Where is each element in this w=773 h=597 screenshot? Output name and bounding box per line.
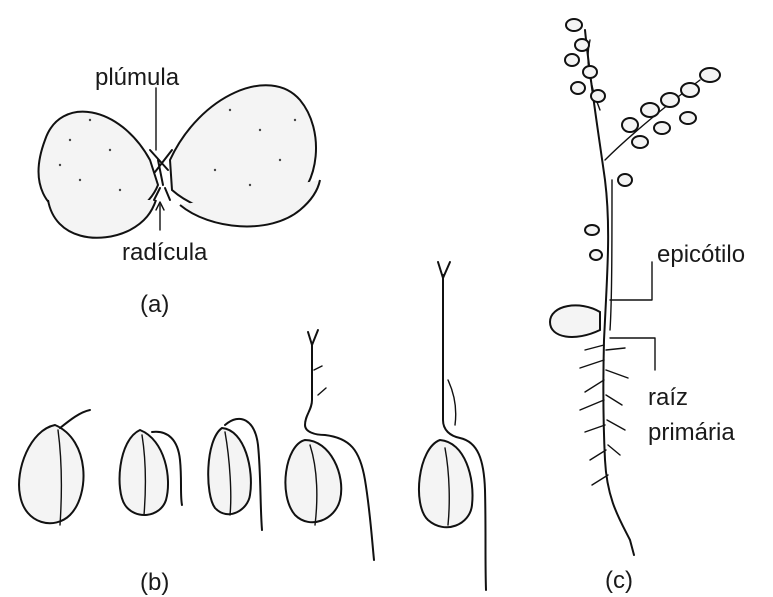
label-raiz-primaria-line2: primária xyxy=(648,419,735,446)
main-stem xyxy=(585,30,634,555)
seedling-stage-2 xyxy=(120,430,182,515)
panel-c-seedling xyxy=(550,19,720,555)
seedling-stage-3 xyxy=(208,419,262,530)
label-radicula: radícula xyxy=(122,239,208,266)
leaflets-right xyxy=(618,68,720,186)
left-cotyledon-edge xyxy=(48,200,156,238)
epicotilo-pointer xyxy=(610,262,652,300)
panel-a-seed-diagram xyxy=(39,85,320,238)
seedling-stage-5 xyxy=(419,262,486,590)
label-epicotilo: epicótilo xyxy=(657,241,745,268)
label-plumula: plúmula xyxy=(95,64,180,91)
label-raiz-primaria-line1: raíz xyxy=(648,384,688,411)
seedling-stage-1 xyxy=(19,410,90,525)
panel-label-a: (a) xyxy=(140,291,169,318)
panel-label-b: (b) xyxy=(140,569,169,596)
panel-label-c: (c) xyxy=(605,567,633,594)
seedling-stage-4 xyxy=(285,330,374,560)
cotyledon xyxy=(550,305,600,337)
raiz-primaria-pointer xyxy=(610,338,655,370)
panel-b-germination-sequence xyxy=(19,262,486,590)
